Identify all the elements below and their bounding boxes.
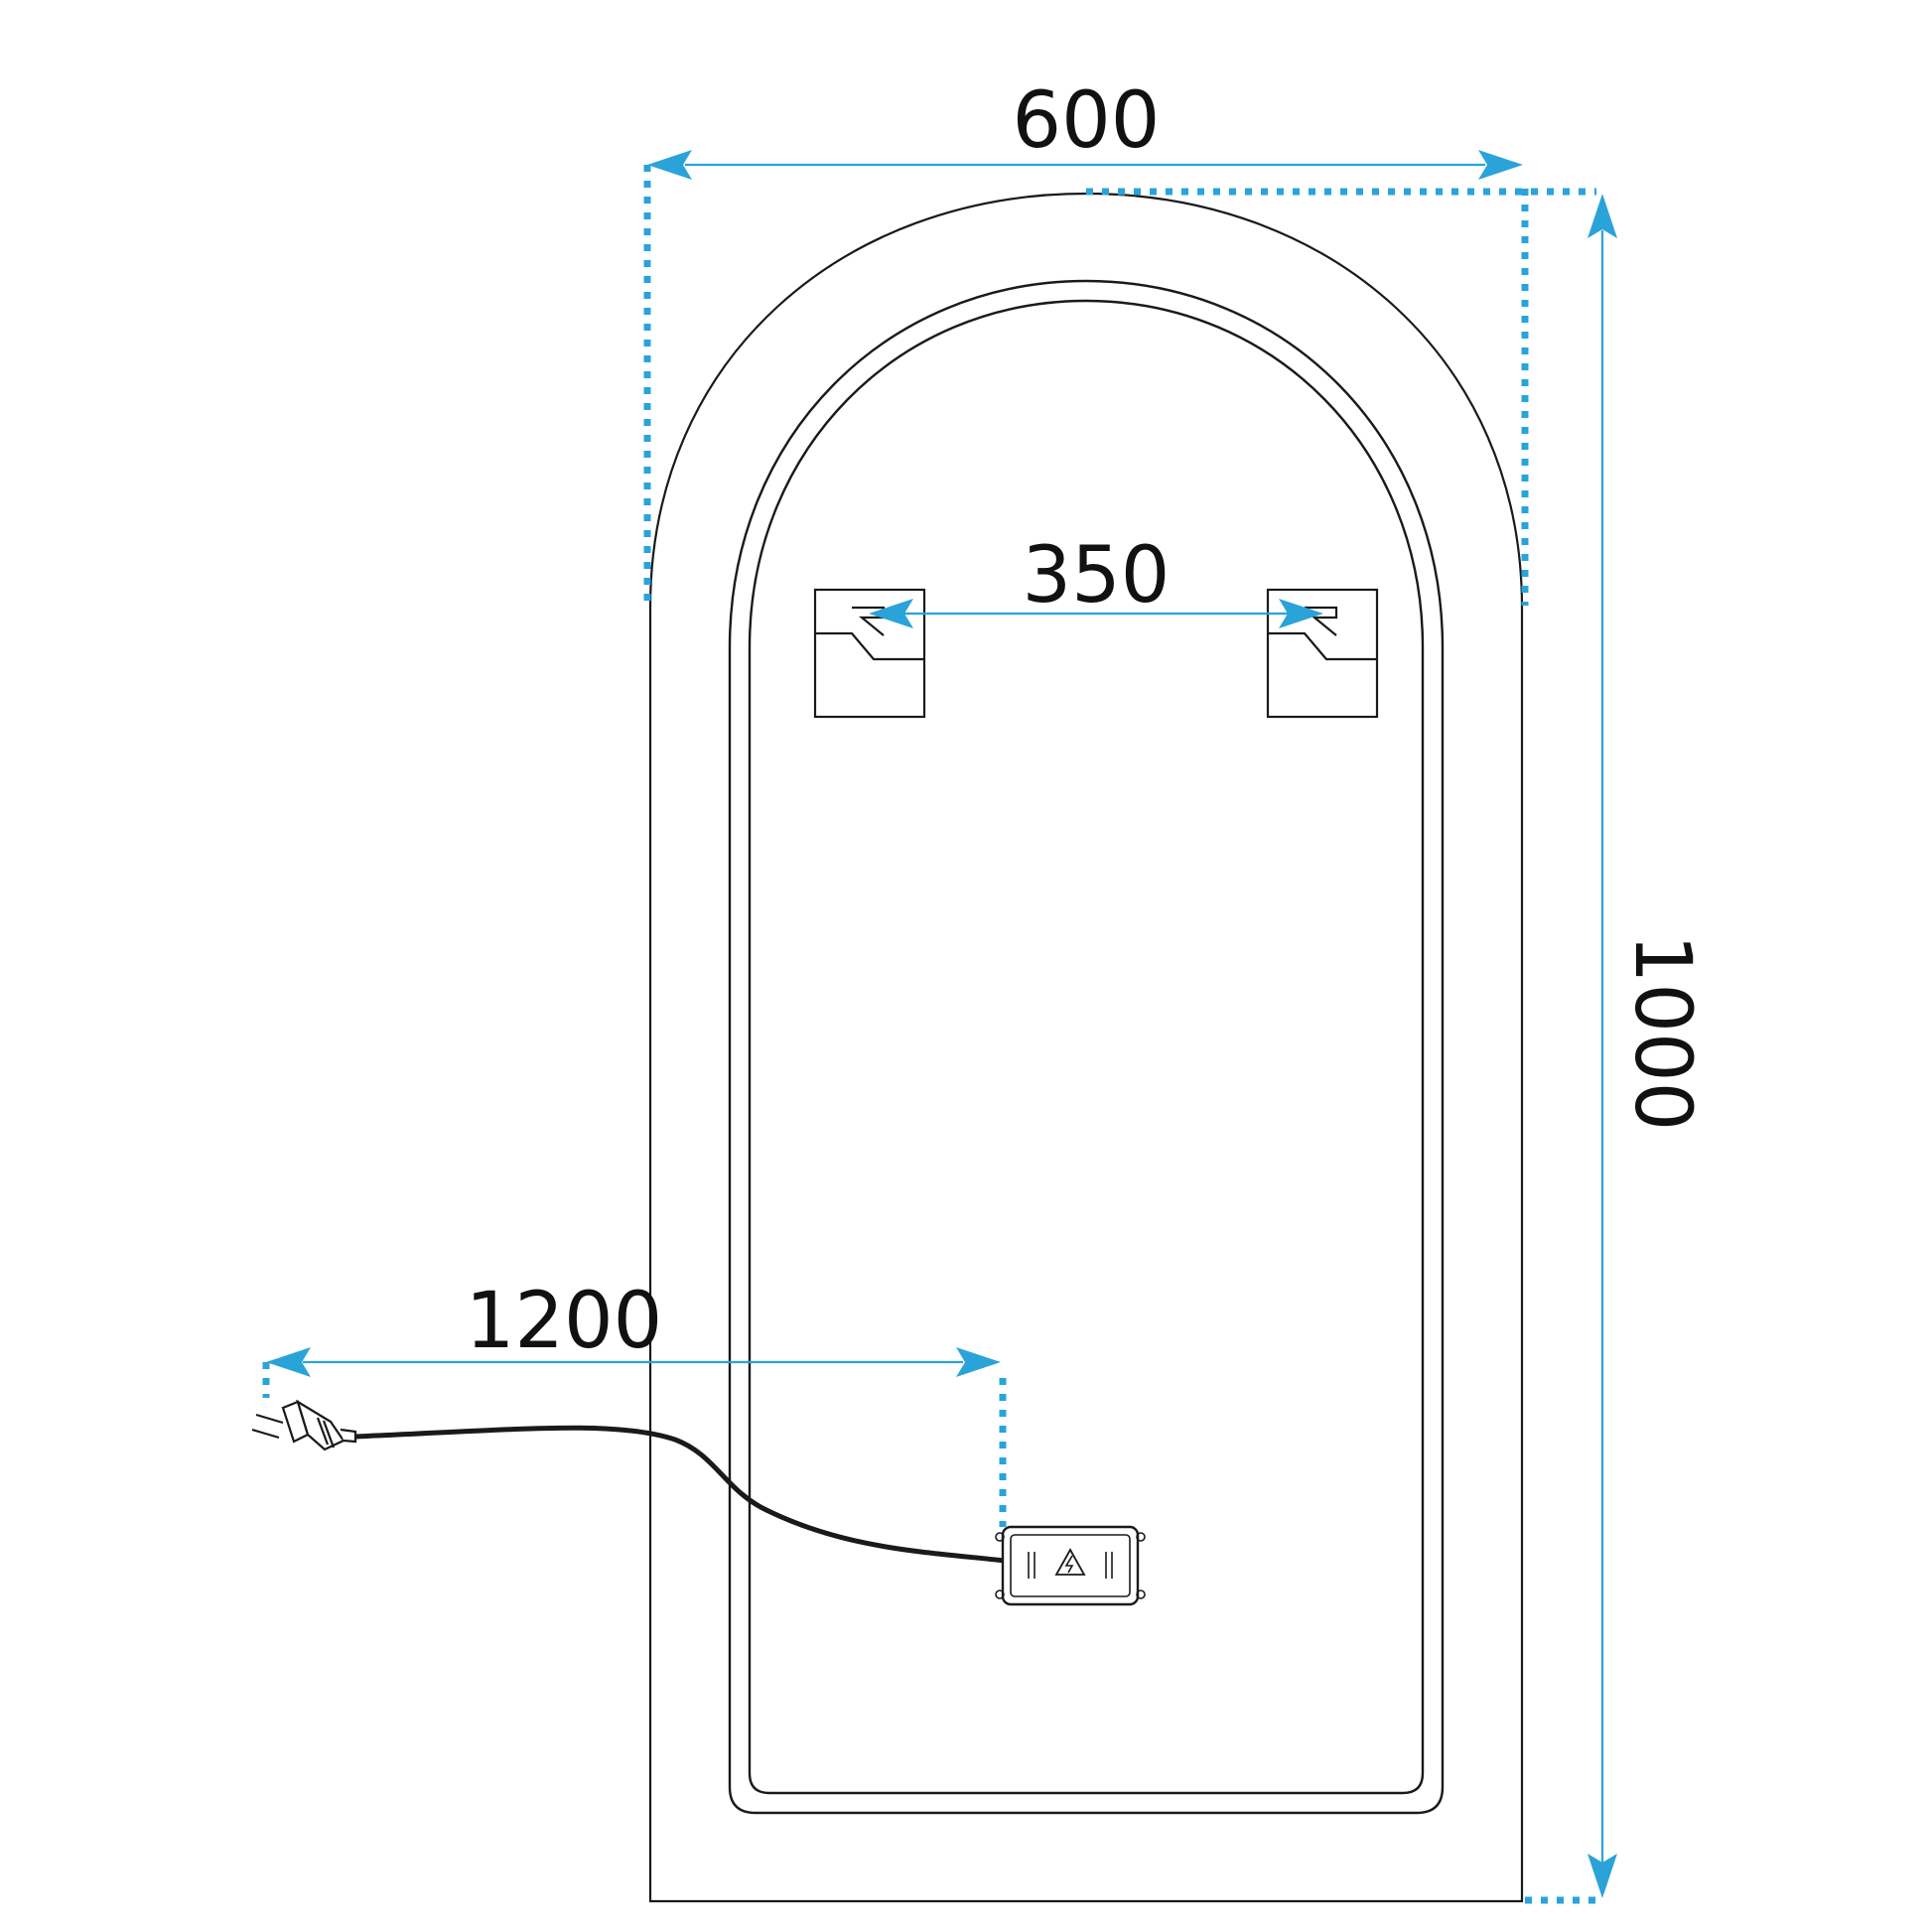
power-cable (352, 1425, 1008, 1564)
hanging-hook-right (1266, 588, 1379, 719)
arrowhead-hook-left (869, 599, 913, 628)
arrowhead-height-top (1587, 194, 1617, 238)
dimension-label-cable: 1200 (466, 1277, 663, 1366)
high-voltage-warning-icon (1054, 1548, 1086, 1576)
arrowhead-width-left (647, 150, 692, 180)
dimension-label-hook-spacing: 350 (1023, 531, 1171, 621)
dimension-label-height: 1000 (1617, 934, 1707, 1132)
arrowhead-cable-right (956, 1347, 1001, 1377)
led-strip-outer (728, 279, 1445, 1815)
hanging-hook-left (813, 588, 926, 719)
mirror-outer-outline (648, 192, 1524, 1903)
power-plug-icon (251, 1399, 357, 1451)
arrowhead-hook-right (1279, 599, 1323, 628)
arrowhead-cable-left (266, 1347, 311, 1377)
dimension-label-width: 600 (1013, 76, 1161, 166)
led-strip-inner (748, 299, 1425, 1795)
arrowhead-height-bottom (1587, 1854, 1617, 1898)
arrowhead-width-right (1478, 150, 1523, 180)
